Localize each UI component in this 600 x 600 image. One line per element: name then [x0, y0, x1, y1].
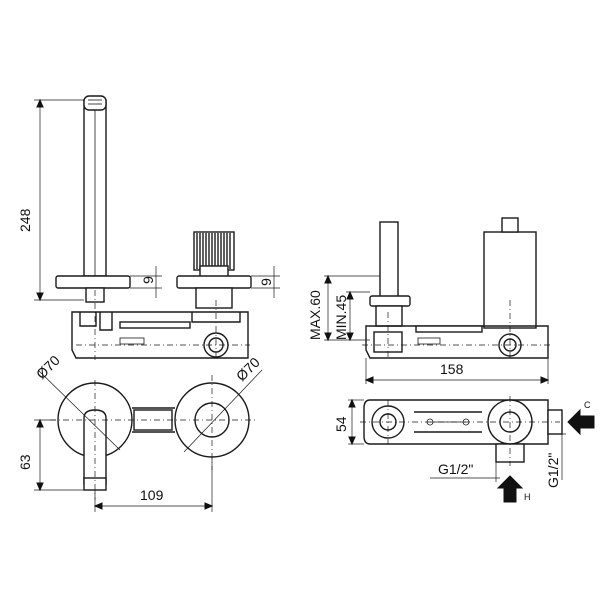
mixer-sleeve: [195, 287, 233, 309]
side-view: MAX.60 MIN.45 158: [307, 217, 552, 384]
dim-9-left: 9: [140, 276, 156, 284]
dim-min-45: MIN.45: [333, 295, 349, 340]
side-cartridge: [483, 231, 537, 329]
dim-63: 63: [17, 454, 33, 470]
side-body: [365, 325, 549, 359]
dim-thread-bottom: G1/2": [438, 461, 473, 477]
hot-arrow-icon: [496, 475, 524, 503]
bottom-body: [363, 399, 549, 445]
cold-arrow-icon: [567, 408, 595, 436]
dim-158: 158: [440, 361, 464, 377]
spout-plate: [55, 275, 131, 289]
front-view: 248 9 9: [17, 95, 280, 360]
dim-thread-side: G1/2": [545, 453, 561, 488]
hot-label: H: [524, 492, 531, 502]
valve-body: [71, 311, 249, 359]
body-slot: [119, 321, 191, 329]
dim-max-60: MAX.60: [307, 290, 323, 340]
side-spout: [379, 221, 399, 299]
aerator: [83, 95, 107, 111]
dim-diameter-left: Ø70: [33, 352, 63, 382]
bottom-view: 54 G1/2" G1/2" C H: [333, 396, 595, 503]
cold-label: C: [584, 400, 591, 410]
top-view: Ø70 Ø70 63 109: [17, 352, 263, 512]
dim-109: 109: [140, 487, 164, 503]
mixer-plate: [176, 275, 252, 289]
dim-9-right: 9: [258, 278, 274, 286]
dim-54: 54: [333, 416, 349, 432]
dim-248: 248: [17, 208, 33, 232]
handle-knurl: [196, 233, 231, 269]
